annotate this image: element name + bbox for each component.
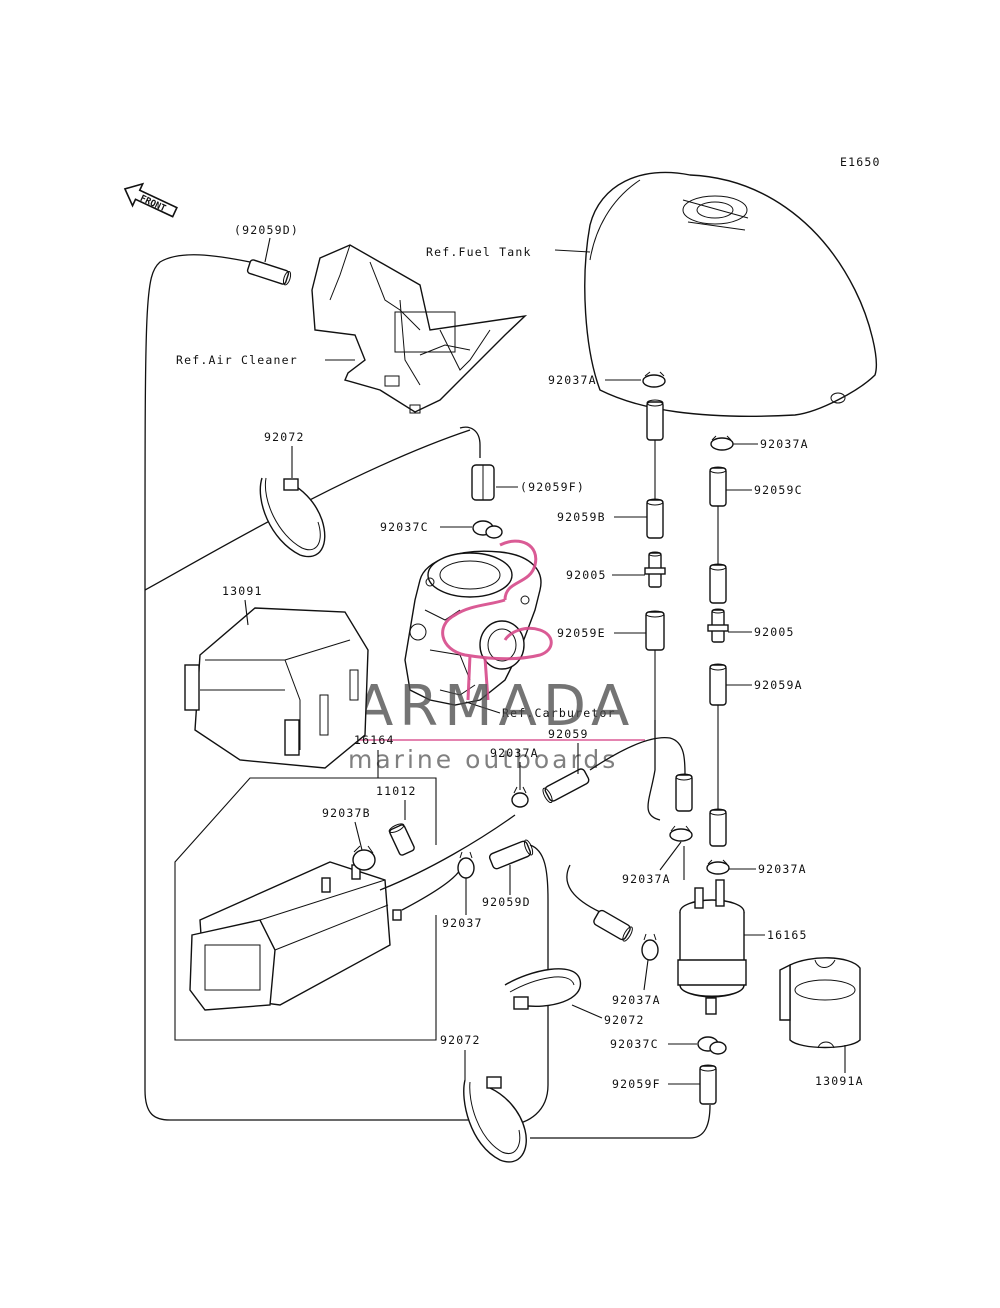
label-92037b: 92037B <box>322 806 371 820</box>
clip-92037a-5 <box>706 859 730 875</box>
clip-92037a-2 <box>710 435 734 451</box>
label-11012: 11012 <box>376 784 417 798</box>
clip-92037c-bottom <box>697 1036 727 1055</box>
canister-16164 <box>189 861 402 1011</box>
cover-13091a <box>779 957 861 1049</box>
ref-fuel-tank-label: Ref.Fuel Tank <box>426 245 532 259</box>
hose-92059c-upper <box>709 467 727 507</box>
hose-92059b-lower <box>646 499 664 539</box>
label-92072-top: 92072 <box>264 430 305 444</box>
vent-hose-outer <box>144 254 251 581</box>
vent-hose-outer-lower <box>144 580 470 1121</box>
label-92005-2: 92005 <box>754 625 795 639</box>
fuel-pump-16165 <box>677 879 747 1015</box>
hose-92059-end <box>675 774 693 812</box>
label-92059f-paren: (92059F) <box>520 480 585 494</box>
front-arrow-icon: FRONT <box>123 182 178 218</box>
label-92037a-4: 92037A <box>622 872 671 886</box>
clip-92037a-1 <box>642 371 666 388</box>
label-92072-middle: 92072 <box>604 1013 645 1027</box>
label-13091a: 13091A <box>815 1074 864 1088</box>
watermark: ARMADA marine outboards <box>348 539 645 774</box>
band-92072-middle <box>504 968 582 1010</box>
label-92037a-1: 92037A <box>548 373 597 387</box>
label-92037a-3: 92037A <box>490 746 539 760</box>
joint-92005-2 <box>707 608 729 643</box>
label-16164: 16164 <box>354 733 395 747</box>
label-92037c-bottom: 92037C <box>610 1037 659 1051</box>
ref-air-cleaner-label: Ref.Air Cleaner <box>176 353 298 367</box>
diagram-code: E1650 <box>840 155 881 169</box>
hose-92059d-top <box>246 259 292 286</box>
label-92037c-top: 92037C <box>380 520 429 534</box>
label-92059d: 92059D <box>482 895 531 909</box>
hose-92059a-lower <box>709 809 727 847</box>
hose-92059c-lower <box>709 564 727 604</box>
air-cleaner <box>311 244 528 414</box>
hose-92059e <box>645 611 665 651</box>
hose-92059f <box>699 1065 717 1105</box>
watermark-tagline: marine outboards <box>348 745 618 774</box>
label-92037a-6: 92037A <box>612 993 661 1007</box>
label-13091: 13091 <box>222 584 263 598</box>
label-16165: 16165 <box>767 928 808 942</box>
clip-92037b <box>352 845 376 871</box>
band-92072-top <box>259 477 326 558</box>
pipe-11012 <box>388 823 415 856</box>
ref-carburetor-label: Ref.Carburetor <box>502 706 616 720</box>
label-92059b: 92059B <box>557 510 606 524</box>
label-92005-1: 92005 <box>566 568 607 582</box>
hose-92059f-paren <box>471 464 495 501</box>
label-92059d-top: (92059D) <box>234 223 299 237</box>
cover-13091 <box>184 607 369 769</box>
flamingo-logo-icon <box>441 539 553 701</box>
label-92059f: 92059F <box>612 1077 661 1091</box>
watermark-brand: ARMADA <box>355 674 635 739</box>
clip-92037a-3 <box>511 786 529 808</box>
hose-92059b-upper <box>646 401 664 441</box>
band-92072-bottom <box>463 1076 527 1163</box>
fuel-tank <box>584 171 877 417</box>
hose-92059a-upper <box>709 664 727 706</box>
label-92059a: 92059A <box>754 678 803 692</box>
clip-92037a-4 <box>669 825 693 842</box>
label-92059: 92059 <box>548 727 589 741</box>
label-92072-bottom: 92072 <box>440 1033 481 1047</box>
label-92059c: 92059C <box>754 483 803 497</box>
clip-92037 <box>457 851 475 879</box>
label-92037: 92037 <box>442 916 483 930</box>
hose-92059 <box>542 768 590 804</box>
label-92059e: 92059E <box>557 626 606 640</box>
label-92037a-5: 92037A <box>758 862 807 876</box>
hose-connector-pump <box>593 909 633 942</box>
clip-92037c-top <box>472 520 503 539</box>
joint-92005-1 <box>644 551 666 588</box>
label-92037a-2: 92037A <box>760 437 809 451</box>
clip-92037a-6 <box>641 933 659 961</box>
hose-92059d <box>488 839 534 870</box>
